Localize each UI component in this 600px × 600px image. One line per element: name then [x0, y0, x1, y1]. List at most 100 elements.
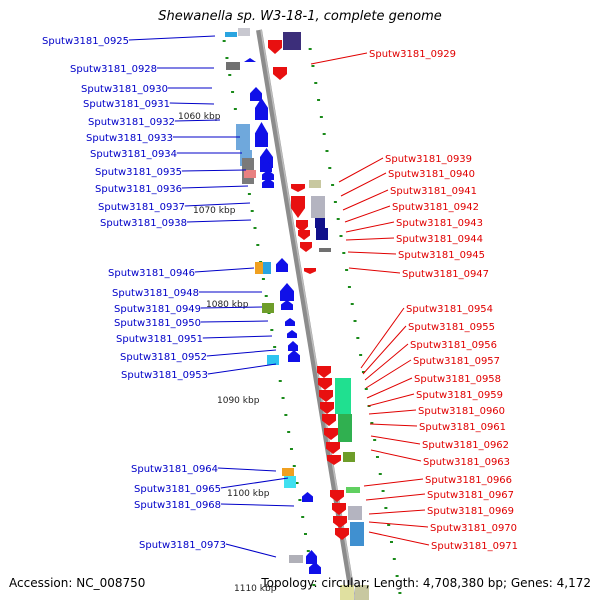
track-tick-right [317, 99, 321, 101]
track-tick-right [319, 116, 323, 118]
scale-label: 1070 kbp [193, 206, 236, 216]
track-tick-left [270, 329, 274, 331]
right-gene-leader-line [366, 377, 413, 399]
minus-strand-gene-arrow [280, 283, 294, 301]
right-gene-label: Sputw3181_0940 [388, 169, 475, 180]
track-tick-left [284, 414, 288, 416]
plus-strand-gene-arrow [324, 428, 338, 440]
plus-strand-gene-box [346, 487, 360, 493]
track-tick-right [345, 269, 349, 271]
minus-strand-gene-arrow [250, 87, 262, 101]
right-gene-leader-line [342, 189, 389, 211]
track-tick-left [264, 295, 268, 297]
plus-strand-gene-arrow [335, 528, 349, 540]
left-gene-label: Sputw3181_0948 [112, 288, 199, 299]
track-tick-right [378, 473, 382, 475]
genome-backbone-highlight [260, 29, 356, 600]
minus-strand-gene-arrow [262, 178, 274, 188]
right-gene-label: Sputw3181_0971 [431, 541, 518, 552]
left-gene-label: Sputw3181_0946 [108, 268, 195, 279]
plus-strand-gene-box [315, 218, 325, 228]
left-gene-leader-line [174, 119, 221, 122]
plus-strand-gene-box [340, 585, 354, 600]
track-tick-right [392, 558, 396, 560]
minus-strand-gene-box [238, 28, 250, 36]
track-tick-left [233, 108, 237, 110]
right-gene-leader-line [365, 493, 426, 501]
minus-strand-gene-box [263, 262, 271, 274]
minus-strand-gene-box [282, 468, 294, 476]
plus-strand-gene-box [343, 452, 355, 462]
track-tick-right [373, 439, 377, 441]
scale-label-bg [176, 110, 226, 122]
left-gene-label: Sputw3181_0928 [70, 64, 157, 75]
scale-label: 1100 kbp [227, 489, 270, 499]
left-gene-leader-line [217, 467, 277, 472]
map-title: Shewanella sp. W3-18-1, complete genome [158, 9, 442, 24]
left-gene-label: Sputw3181_0950 [114, 318, 201, 329]
left-gene-label: Sputw3181_0930 [81, 84, 168, 95]
track-tick-right [333, 201, 337, 203]
track-tick-right [381, 490, 385, 492]
right-gene-label: Sputw3181_0943 [396, 218, 483, 229]
scale-label-bg [225, 487, 275, 499]
track-tick-left [289, 448, 293, 450]
track-tick-left [295, 482, 299, 484]
minus-strand-gene-arrow [302, 492, 313, 502]
left-gene-leader-line [200, 306, 263, 309]
scale-label-bg [215, 394, 265, 406]
left-gene-leader-line [181, 169, 247, 172]
minus-strand-gene-box [284, 476, 296, 488]
left-gene-label: Sputw3181_0925 [42, 36, 129, 47]
plus-strand-gene-arrow [304, 268, 316, 274]
right-gene-label: Sputw3181_0959 [416, 390, 503, 401]
track-tick-left [292, 465, 296, 467]
right-gene-leader-line [365, 359, 412, 389]
plus-strand-gene-arrow [268, 40, 282, 54]
track-tick-right [331, 184, 335, 186]
track-tick-left [303, 533, 307, 535]
left-gene-label: Sputw3181_0951 [116, 334, 203, 345]
minus-strand-gene-arrow [287, 330, 297, 338]
minus-strand-gene-arrow [255, 98, 268, 120]
track-tick-left [253, 227, 257, 229]
right-gene-leader-line [363, 478, 424, 487]
track-tick-left [301, 516, 305, 518]
track-tick-right [364, 388, 368, 390]
left-gene-label: Sputw3181_0933 [86, 133, 173, 144]
right-gene-label: Sputw3181_0955 [408, 322, 495, 333]
track-tick-right [311, 65, 315, 67]
minus-strand-gene-arrow [255, 122, 268, 147]
track-tick-right [342, 252, 346, 254]
scale-label-bg [232, 582, 282, 594]
track-tick-right [350, 303, 354, 305]
right-gene-label: Sputw3181_0942 [392, 202, 479, 213]
right-gene-leader-line [368, 521, 429, 528]
track-tick-right [308, 48, 312, 50]
right-gene-label: Sputw3181_0954 [406, 304, 493, 315]
track-tick-left [281, 397, 285, 399]
minus-strand-gene-arrow [276, 258, 288, 272]
track-tick-left [222, 40, 226, 42]
track-tick-right [328, 167, 332, 169]
track-tick-left [273, 346, 277, 348]
left-gene-leader-line [225, 543, 277, 558]
minus-strand-gene-arrow [285, 318, 295, 326]
plus-strand-gene-box [355, 585, 369, 600]
track-tick-left [306, 550, 310, 552]
right-gene-leader-line [347, 251, 397, 255]
track-tick-right [314, 82, 318, 84]
minus-strand-gene-arrow [262, 170, 274, 180]
plus-strand-gene-box [316, 228, 328, 240]
right-gene-leader-line [368, 509, 426, 515]
left-gene-leader-line [181, 185, 249, 189]
plus-strand-gene-arrow [322, 414, 336, 426]
plus-strand-gene-arrow [327, 455, 341, 465]
plus-strand-gene-arrow [320, 402, 334, 414]
right-gene-leader-line [340, 172, 387, 197]
right-gene-leader-line [368, 531, 430, 546]
left-gene-leader-line [220, 477, 289, 489]
right-gene-leader-line [345, 237, 395, 241]
right-gene-leader-line [338, 157, 384, 183]
right-gene-leader-line [362, 325, 407, 375]
